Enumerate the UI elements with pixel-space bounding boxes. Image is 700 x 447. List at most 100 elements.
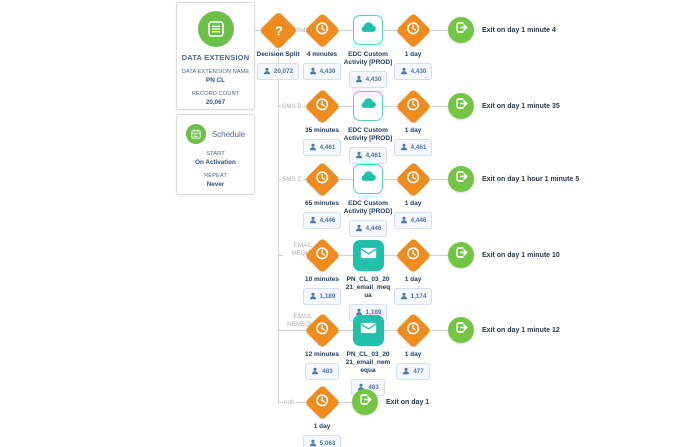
wait-label: 1 day — [404, 51, 422, 58]
entry-count-label: RECORD COUNT — [191, 91, 240, 97]
email-activity-node[interactable]: PN_CL_03_2021_email_mequa 1,189 — [323, 237, 413, 322]
wait-label: 4 minutes — [306, 51, 338, 58]
exit-label: Exit on day 1 minute 35 — [482, 102, 560, 110]
wait-clock-icon[interactable] — [304, 384, 340, 420]
exit-icon[interactable] — [448, 17, 474, 43]
wait-label: 35 minutes — [305, 127, 339, 134]
wait-node[interactable]: 1 day 5,063 — [277, 384, 367, 447]
schedule-title: Schedule — [211, 129, 246, 139]
wait-node[interactable]: 10 minutes 1,189 — [277, 237, 367, 306]
exit-icon[interactable] — [448, 317, 474, 343]
wait-label: 65 minutes — [305, 200, 339, 207]
wait-node[interactable]: 4 minutes 4,430 — [277, 12, 367, 81]
activity-label: EDC Custom Activity [PROD] — [343, 51, 393, 67]
contact-count-badge: 5,063 — [302, 435, 342, 447]
custom-activity-node[interactable]: EDC Custom Activity [PROD] 4,446 — [323, 161, 413, 238]
contact-count-badge: 477 — [396, 363, 430, 381]
custom-activity-icon[interactable] — [353, 15, 383, 45]
wait-clock-icon[interactable] — [395, 161, 431, 197]
activity-label: EDC Custom Activity [PROD] — [343, 200, 393, 216]
wait-clock-icon[interactable] — [395, 12, 431, 48]
schedule-card[interactable]: Schedule START On Activation REPEAT Neve… — [176, 114, 255, 195]
path-label-sms-c: SMS C — [281, 175, 303, 184]
email-icon[interactable] — [352, 239, 384, 271]
wait-clock-icon[interactable] — [395, 237, 431, 273]
custom-activity-icon[interactable] — [353, 91, 383, 121]
wait-label: 1 day — [404, 127, 422, 134]
data-extension-icon — [197, 11, 234, 47]
wait-label: 1 day — [404, 200, 422, 207]
custom-activity-node[interactable]: EDC Custom Activity [PROD] 4,461 — [323, 88, 413, 165]
wait-node[interactable]: 65 minutes 4,446 — [277, 161, 367, 230]
decision-split-count-badge: 20,072 — [256, 63, 300, 81]
wait-node[interactable]: 1 day 4,430 — [368, 12, 458, 81]
exit-label: Exit on day 1 minute 12 — [482, 326, 560, 334]
wait-label: 1 day — [313, 423, 331, 430]
exit-icon[interactable] — [352, 389, 378, 415]
wait-node[interactable]: 1 day 4,446 — [368, 161, 458, 230]
contact-count-badge: 4,461 — [348, 147, 388, 165]
email-activity-node[interactable]: PN_CL_03_2021_email_nemequa 483 — [323, 312, 413, 397]
wait-node[interactable]: 1 day 4,461 — [368, 88, 458, 157]
exit-node[interactable]: Exit on day 1 minute 10 — [448, 242, 560, 268]
schedule-start-value: On Activation — [195, 159, 236, 166]
wait-clock-icon[interactable] — [304, 88, 340, 124]
contact-count-badge: 4,430 — [393, 63, 433, 81]
entry-card-title: DATA EXTENSION — [181, 53, 250, 62]
wait-label: 1 day — [404, 276, 422, 283]
contact-count-badge: 1,174 — [393, 288, 433, 306]
exit-icon[interactable] — [448, 166, 474, 192]
custom-activity-node[interactable]: EDC Custom Activity [PROD] 4,430 — [323, 12, 413, 89]
wait-label: 1 day — [404, 351, 422, 358]
exit-icon[interactable] — [448, 242, 474, 268]
activity-label: PN_CL_03_2021_email_mequa — [345, 276, 391, 300]
wait-clock-icon[interactable] — [395, 88, 431, 124]
decision-split-label: Decision Split — [256, 51, 300, 58]
exit-node[interactable]: Exit on day 1 hour 1 minute 5 — [448, 166, 579, 192]
wait-node[interactable]: 35 minutes 4,461 — [277, 88, 367, 157]
exit-label: Exit on day 1 — [386, 398, 430, 406]
connector-trunk — [278, 30, 279, 402]
email-icon[interactable] — [352, 314, 384, 346]
contact-count-badge: 4,446 — [302, 212, 342, 230]
contact-count-badge: 483 — [305, 363, 339, 381]
entry-count-value: 20,067 — [205, 99, 226, 106]
custom-activity-icon[interactable] — [353, 164, 383, 194]
exit-label: Exit on day 1 minute 4 — [482, 26, 556, 34]
exit-label: Exit on day 1 hour 1 minute 5 — [482, 175, 580, 183]
contact-count-badge: 4,461 — [302, 139, 342, 157]
entry-source-card[interactable]: DATA EXTENSION DATA EXTENSION NAME PN CL… — [176, 2, 255, 123]
exit-node[interactable]: Exit on day 1 minute 4 — [448, 17, 556, 43]
exit-label: Exit on day 1 minute 10 — [482, 251, 560, 259]
calendar-icon — [185, 124, 206, 144]
wait-label: 10 minutes — [305, 276, 339, 283]
schedule-start-label: START — [206, 151, 225, 157]
contact-count-badge: 1,189 — [302, 288, 342, 306]
contact-count-badge: 4,461 — [393, 139, 433, 157]
path-label-null: null — [283, 398, 295, 407]
wait-clock-icon[interactable] — [304, 237, 340, 273]
activity-label: EDC Custom Activity [PROD] — [343, 127, 393, 143]
schedule-repeat-value: Never — [206, 181, 225, 188]
wait-label: 12 minutes — [305, 351, 339, 358]
wait-clock-icon[interactable] — [304, 312, 340, 348]
exit-node[interactable]: Exit on day 1 — [352, 389, 429, 415]
wait-node[interactable]: 1 day 477 — [368, 312, 458, 381]
exit-node[interactable]: Exit on day 1 minute 12 — [448, 317, 560, 343]
exit-node[interactable]: Exit on day 1 minute 35 — [448, 93, 560, 119]
wait-node[interactable]: 12 minutes 483 — [277, 312, 367, 381]
wait-clock-icon[interactable] — [304, 12, 340, 48]
contact-count-badge: 4,446 — [348, 220, 388, 238]
wait-node[interactable]: 1 day 1,174 — [368, 237, 458, 306]
exit-icon[interactable] — [448, 93, 474, 119]
contact-count-badge: 4,430 — [348, 71, 388, 89]
activity-label: PN_CL_03_2021_email_nemequa — [345, 351, 391, 375]
entry-name-value: PN CL — [206, 77, 225, 84]
contact-count-badge: 4,446 — [393, 212, 433, 230]
schedule-repeat-label: REPEAT — [204, 173, 227, 179]
wait-clock-icon[interactable] — [304, 161, 340, 197]
wait-clock-icon[interactable] — [395, 312, 431, 348]
entry-name-label: DATA EXTENSION NAME — [181, 69, 250, 75]
decision-split-node[interactable]: ? Decision Split 20,072 — [233, 10, 323, 81]
